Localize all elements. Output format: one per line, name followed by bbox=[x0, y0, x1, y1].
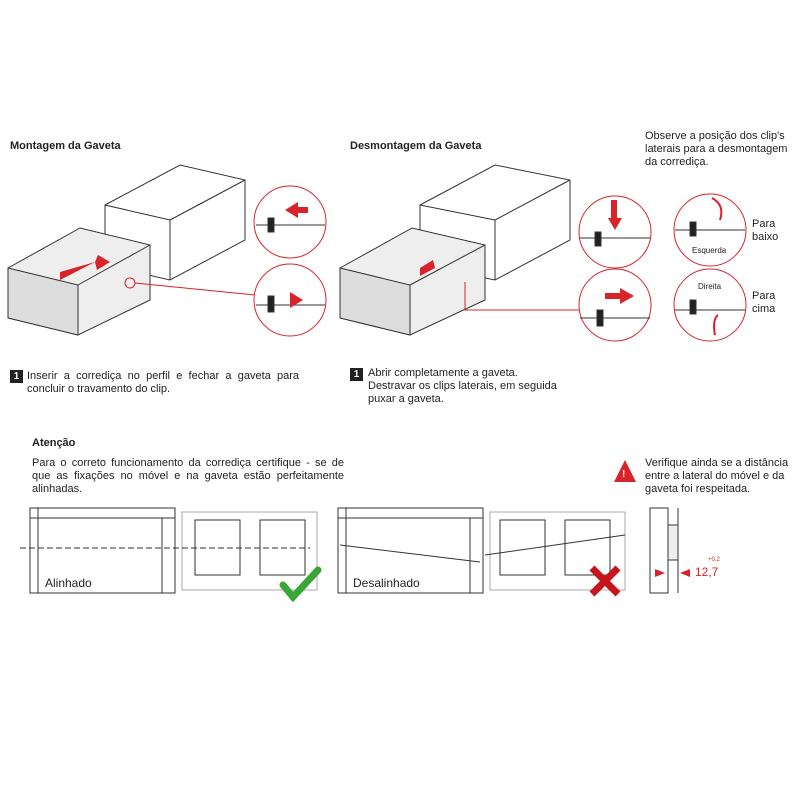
distance-diagram bbox=[649, 507, 690, 594]
attention-title: Atenção bbox=[32, 437, 76, 449]
left-label: Esquerda bbox=[692, 246, 727, 255]
distance-value: 12,7 bbox=[695, 565, 719, 579]
disassembly-step-text-2: Destravar os clips laterais, em seguida … bbox=[368, 380, 557, 405]
down-label: Para baixo bbox=[752, 218, 779, 243]
distance-tolerance: +0,2 bbox=[708, 557, 720, 563]
misaligned-diagram bbox=[337, 507, 626, 597]
aligned-label: Alinhado bbox=[45, 576, 92, 590]
distance-text: Verifique ainda se a distância entre a l… bbox=[645, 457, 789, 495]
aligned-diagram bbox=[20, 507, 322, 603]
up-label: Para cima bbox=[752, 290, 776, 315]
assembly-step-text: Inserir a corrediça no perfil e fechar a… bbox=[27, 370, 299, 395]
disassembly-title: Desmontagem da Gaveta bbox=[350, 140, 482, 152]
assembly-title: Montagem da Gaveta bbox=[10, 140, 121, 152]
assembly-cabinet-drawing bbox=[7, 164, 256, 336]
disassembly-step-number: 1 bbox=[350, 368, 363, 381]
attention-text: Para o correto funcionamento da corrediç… bbox=[32, 457, 344, 495]
assembly-step-number: 1 bbox=[10, 370, 23, 383]
disassembly-step-text-1: Abrir completamente a gaveta. bbox=[368, 367, 518, 379]
right-label: Direita bbox=[698, 282, 722, 291]
warning-icon-mark: ! bbox=[622, 469, 626, 480]
clip-note: Observe a posição dos clip's laterais pa… bbox=[645, 130, 788, 168]
misaligned-label: Desalinhado bbox=[353, 576, 420, 590]
disassembly-cabinet-drawing bbox=[339, 164, 580, 336]
warning-icon bbox=[614, 460, 636, 482]
